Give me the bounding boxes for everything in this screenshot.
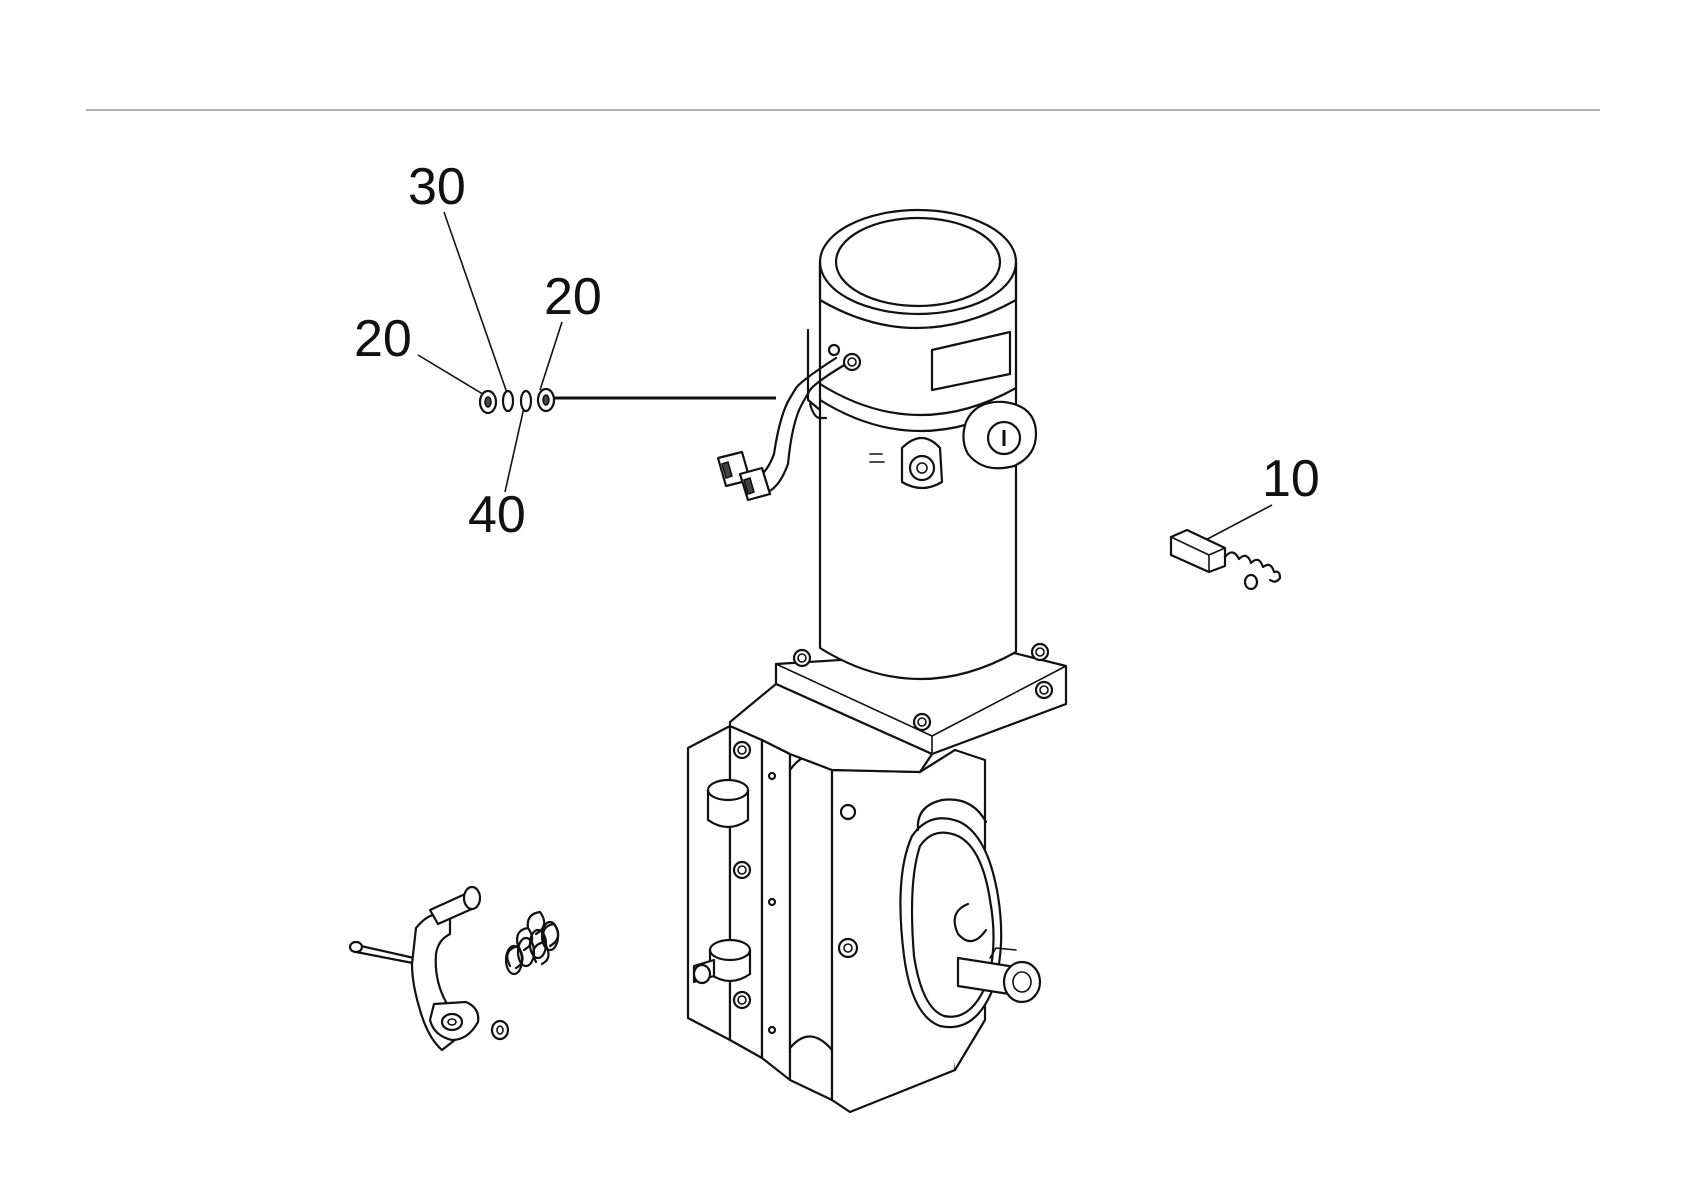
motor-end-cap: [820, 210, 1016, 314]
callout-40: 40: [468, 486, 526, 544]
nut-20-right-hole: [543, 395, 549, 405]
motor-gearbox-assembly: [688, 210, 1066, 1112]
ring-40: [521, 391, 531, 411]
leader-20-right: [540, 322, 562, 390]
carbon-brush-10: [1171, 530, 1280, 589]
callout-20-right: 20: [544, 268, 602, 326]
release-lever-assembly: [350, 887, 558, 1050]
leader-30: [444, 212, 507, 393]
callout-20-left: 20: [354, 310, 412, 368]
nut-20-left-hole: [485, 397, 491, 407]
leader-40: [505, 403, 525, 492]
leader-20-left: [418, 355, 486, 396]
gearbox-side-plate: [688, 726, 730, 1040]
wire-connector-parts: [480, 389, 776, 413]
callout-10: 10: [1262, 450, 1320, 508]
callout-30: 30: [408, 158, 466, 216]
ring-30: [503, 391, 513, 411]
